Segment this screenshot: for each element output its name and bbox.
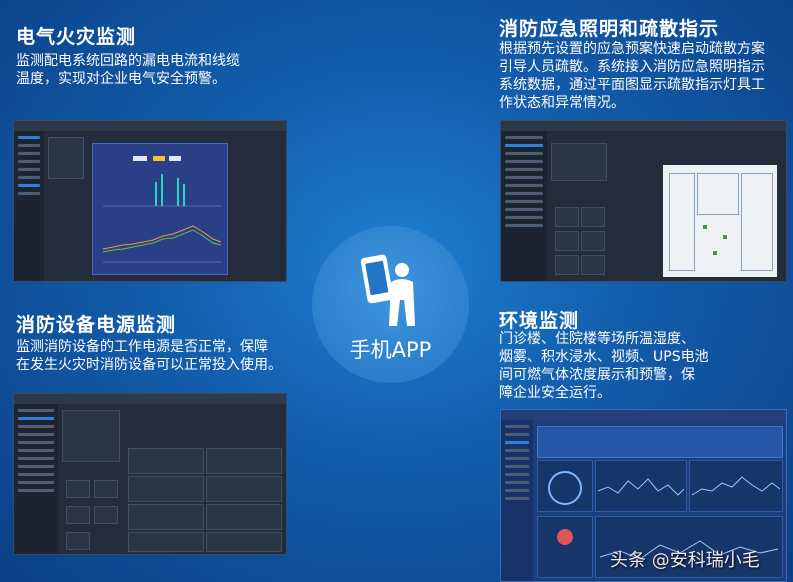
electrical-screenshot [13, 120, 287, 282]
environment-title: 环境监测 [499, 310, 580, 332]
emergency-screenshot [500, 120, 787, 282]
electrical-desc: 监测配电系统回路的漏电电流和线缆 温度，实现对企业电气安全预警。 [16, 53, 240, 87]
environment-screenshot [500, 409, 787, 582]
electrical-chart [102, 156, 222, 263]
emergency-title: 消防应急照明和疏散指示 [499, 18, 720, 40]
electrical-title: 电气火灾监测 [16, 26, 137, 48]
power-screenshot [13, 393, 287, 555]
environment-desc: 门诊楼、住院楼等场所温湿度、 烟雾、积水浸水、视频、UPS电池 间可燃气体浓度展… [499, 331, 709, 401]
phone-app-label: 手机APP [349, 338, 432, 362]
emergency-desc: 根据预先设置的应急预案快速启动疏散方案 引导人员疏散。系统接入消防应急照明指示 … [499, 41, 765, 111]
floor-plan [663, 165, 777, 277]
power-title: 消防设备电源监测 [16, 314, 177, 336]
power-desc: 监测消防设备的工作电源是否正常，保障 在发生火灾时消防设备可以正常投入使用。 [16, 339, 282, 373]
phone-app-badge: 手机APP [312, 226, 469, 383]
phone-user-icon [360, 254, 415, 326]
watermark: 头条 @安科瑞小毛 [610, 550, 760, 571]
